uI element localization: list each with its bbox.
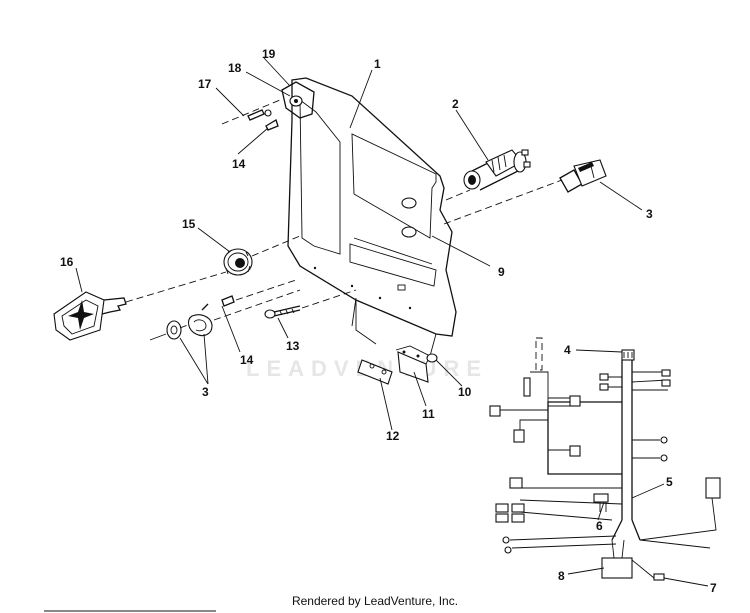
screw-17 [221,99,281,125]
callout-9: 9 [498,265,505,279]
bracket-12 [357,359,393,385]
clip-14-lower [221,279,297,307]
wiring-harness [489,337,721,581]
callout-13: 13 [286,339,300,353]
clip-ring-3 [179,289,301,337]
ring-nut [223,248,253,276]
callout-12: 12 [386,429,400,443]
ignition-switch [445,149,531,201]
callout-11: 11 [422,407,435,421]
callout-16: 16 [60,255,74,269]
callout-1: 1 [374,57,381,71]
callout-6: 6 [596,519,603,533]
callout-15: 15 [182,217,196,231]
callout-17: 17 [198,77,212,91]
screw-13 [264,289,357,319]
callout-3-upper: 3 [646,207,653,221]
callouts: 1 2 3 19 18 17 14 15 16 9 14 13 3 10 11 … [60,47,717,595]
nut-10 [426,353,438,363]
footer-credit: Rendered by LeadVenture, Inc. [291,594,459,608]
callout-7: 7 [710,581,717,595]
callout-5: 5 [666,475,673,489]
toggle-switch [443,159,607,225]
callout-3-lower: 3 [202,385,209,399]
callout-14-lower: 14 [240,353,254,367]
callout-10: 10 [458,385,472,399]
washer-3-left [149,320,182,341]
leader-lines [75,57,709,587]
ignition-key [53,271,227,341]
callout-18: 18 [228,61,242,75]
callout-4: 4 [564,343,571,357]
mounting-bracket [281,81,315,119]
callout-19: 19 [262,47,276,61]
callout-2: 2 [452,97,459,111]
callout-14-upper: 14 [232,157,246,171]
callout-8: 8 [558,569,565,583]
dash-panel [287,77,457,357]
